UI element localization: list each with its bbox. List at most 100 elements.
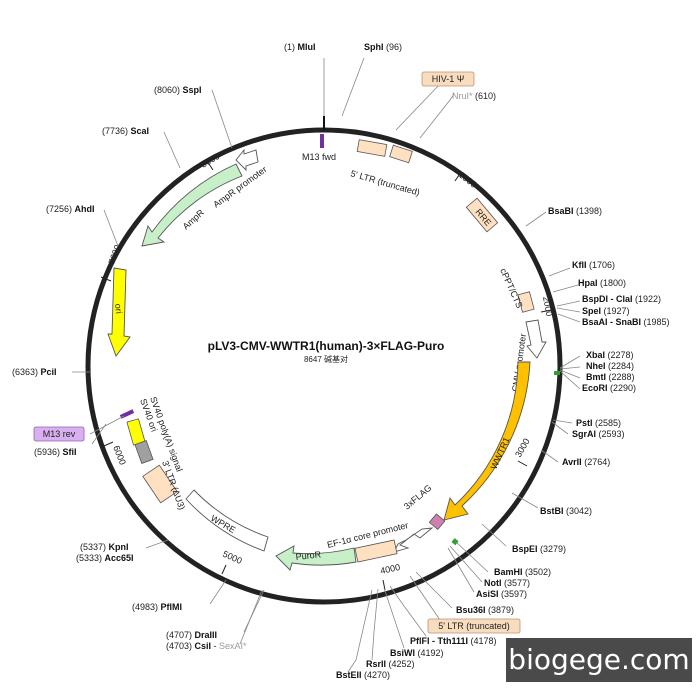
m13-fwd-label: M13 fwd [302,152,336,162]
tick-label-4000: 4000 [379,562,401,576]
leader-bsiwi [383,587,405,649]
leader-rsrii [371,588,379,661]
leader-ecori [559,370,581,390]
leader-clai [556,300,581,307]
tick-label-3000: 3000 [513,437,532,459]
m13-fwd-primer [320,134,324,148]
tick-6000 [103,441,114,447]
tag-hiv: HIV-1 Ψ [421,71,475,87]
wpre-box [185,489,269,552]
site-avrii: AvrII (2764) [562,457,610,467]
plasmid-title: pLV3-CMV-WWTR1(human)-3×FLAG-Puro [208,339,445,353]
leader-avrii [540,449,559,463]
tick-label-5000: 5000 [221,549,243,566]
tick-8000 [206,160,214,171]
leader-pflmi [209,579,227,605]
leader-m13rev [89,415,125,435]
leader-asisi [447,547,475,593]
backbone-circle [85,127,563,605]
ampr-promoter-arrow [235,148,259,172]
site-spei: SpeI (1927) [582,306,630,316]
tick-1000 [454,171,462,182]
watermark-logo: biogege.com [506,638,692,682]
puror-arrow [275,545,357,571]
plasmid-size: 8647 碱基对 [304,354,348,364]
leader-xbai [559,355,581,369]
ltr3-box [142,464,178,504]
site-ahdi: (7256) AhdI [46,204,95,214]
leader-sspi [211,89,233,149]
leader-tth111i [389,585,427,637]
site-sgrai: SgrAI (2593) [572,429,625,439]
tick-3000 [517,460,528,467]
site-snabi: BsaAI - SnaBI (1985) [582,317,670,327]
ori-arrow [107,267,131,357]
tag-m13rev-box [33,426,85,442]
ori-label: ori [113,303,124,314]
green-mark-ecori [554,371,560,375]
leader-nhei [559,366,581,370]
tag-ltr5-text: 5' LTR (truncated) [438,621,510,631]
site-bsteii: BstEII (4270) [336,670,390,680]
site-bsu36i: Bsu36I (3879) [456,605,514,615]
flag-box [428,513,446,531]
site-pflmi: (4983) PflMI [132,602,182,612]
cppt-label: cPPT/CTS [498,267,524,310]
leader-bstbi [511,492,539,509]
site-nrui: NruI* (610) [452,91,496,101]
tag-m13rev-text: M13 rev [43,429,76,439]
leader-snabi [557,313,581,323]
leader-hpai [552,284,579,293]
leader-ahdi [103,209,119,247]
ef1a-box [354,539,398,563]
leader-bsabi [525,211,547,227]
site-kpni: (5337) KpnI [80,542,129,552]
tick-7000 [100,276,112,282]
site-bmti: BmtI (2288) [586,372,635,382]
wwtr1-arrow [443,361,531,521]
flag-label: 3xFLAG [402,483,434,512]
site-noti: NotI (3577) [484,578,530,588]
leader-spei [556,307,581,313]
leader-bamhi [454,540,489,573]
site-leaders [72,57,581,673]
site-scai: (7736) ScaI [102,126,149,136]
site-bstbi: BstBI (3042) [540,506,592,516]
leader-csii [239,589,263,645]
ampr-arrow [141,163,243,247]
leader-kfli [548,267,571,277]
site-bamhi: BamHI (3502) [494,567,551,577]
leader-bspei [481,523,507,547]
leader-draiii [243,589,265,633]
leader-bmti [559,369,581,379]
tag-hiv-text: HIV-1 Ψ [432,74,465,84]
leader-sphi [341,57,365,117]
site-ecori: EcoRI (2290) [582,383,636,393]
tag-ltr5-trunc: 5' LTR (truncated) [427,618,521,634]
site-labels: (1) MluI SphI (96) NruI* (610) BsaBI (13… [12,42,670,680]
site-psti: PstI (2585) [576,418,621,428]
leader-sgrai [551,421,569,435]
site-acc65i: (5333) Acc65I [76,553,134,563]
site-clai: BspDI - ClaI (1922) [582,294,661,304]
leader-psti [552,419,573,424]
tick-label-2000: 2000 [541,296,554,317]
site-draiii: (4707) DraIII [166,630,217,640]
site-rsrii: RsrII (4252) [366,659,415,669]
cmv-promoter-arrow [525,319,547,359]
leader-ltr5b [409,575,441,621]
green-mark-bamhi [451,538,459,546]
tag-ltr5-box [427,618,521,634]
wwtr1-label: WWTR1 [489,436,512,471]
ltr5-label: 5' LTR (truncated) [349,168,421,197]
site-mlui: (1) MluI [284,42,316,52]
site-hpai: HpaI (1800) [578,278,626,288]
site-pcii: (6363) PciI [12,367,57,377]
ef1a-promoter-arrow [393,527,434,553]
site-sfii: (5936) SfiI [34,447,77,457]
tick-4000 [382,579,386,591]
cppt-box [517,291,535,313]
sv40ori-box [134,440,154,464]
site-bsabi: BsaBI (1398) [548,206,602,216]
